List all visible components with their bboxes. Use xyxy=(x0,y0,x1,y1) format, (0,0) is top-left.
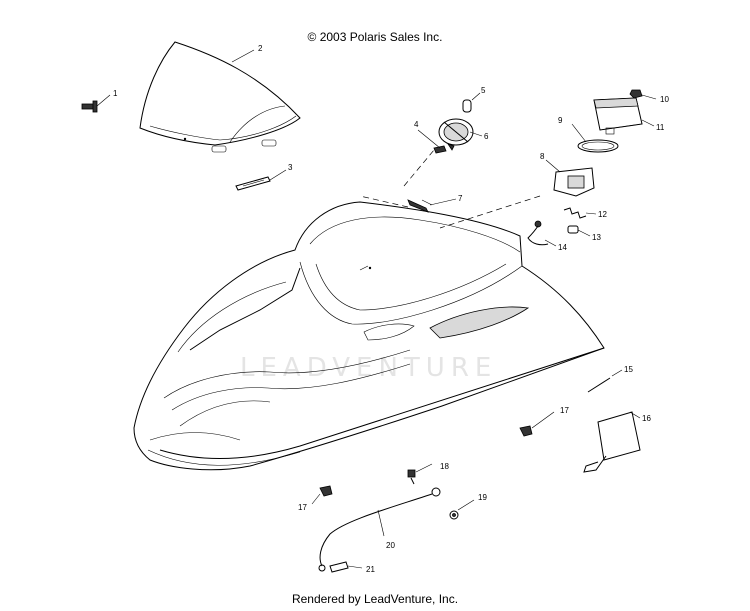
callout-21: 21 xyxy=(366,565,375,574)
callout-17-right: 17 xyxy=(560,406,569,415)
clip-part-4 xyxy=(417,129,455,154)
grommet-part-17-right xyxy=(519,411,555,437)
callout-13: 13 xyxy=(592,233,601,242)
nut-part-10 xyxy=(629,89,657,100)
callout-3: 3 xyxy=(288,163,293,172)
callout-4: 4 xyxy=(414,120,419,129)
callout-5: 5 xyxy=(481,86,486,95)
tether-part-20 xyxy=(318,487,441,572)
grommet-part-17-left xyxy=(311,485,333,505)
hood-assembly xyxy=(133,201,605,471)
rod-part-15 xyxy=(587,369,623,393)
trim-strip-part-3 xyxy=(235,169,287,191)
callout-7: 7 xyxy=(458,194,463,203)
callout-1: 1 xyxy=(113,89,118,98)
screw-part-1 xyxy=(81,94,111,113)
callout-20: 20 xyxy=(386,541,395,550)
clip-part-21 xyxy=(329,561,363,573)
callout-12: 12 xyxy=(598,210,607,219)
callout-15: 15 xyxy=(624,365,633,374)
callout-11: 11 xyxy=(656,123,665,132)
windshield-part-2 xyxy=(139,41,301,153)
nut-part-19 xyxy=(449,499,475,520)
bulb-part-5 xyxy=(462,92,481,113)
gauge-bezel-part-6 xyxy=(438,118,483,146)
callout-10: 10 xyxy=(660,95,669,104)
dash-line-c xyxy=(403,149,435,187)
callout-8: 8 xyxy=(540,152,545,161)
callout-6: 6 xyxy=(484,132,489,141)
callout-2: 2 xyxy=(258,44,263,53)
callout-9: 9 xyxy=(558,116,563,125)
bolt-part-18 xyxy=(407,463,433,485)
bracket-part-8 xyxy=(545,159,595,197)
spring-part-12 xyxy=(563,207,597,219)
callout-16: 16 xyxy=(642,414,651,423)
callout-17-left: 17 xyxy=(298,503,307,512)
copyright-text: © 2003 Polaris Sales Inc. xyxy=(307,30,443,44)
dash-line-a xyxy=(359,195,409,208)
watermark-text: LEADVENTURE xyxy=(240,353,497,383)
speedometer-part-11 xyxy=(593,97,655,135)
mirror-part-16 xyxy=(583,411,641,473)
cable-part-14 xyxy=(527,220,557,247)
rendered-by-text: Rendered by LeadVenture, Inc. xyxy=(291,592,459,606)
callout-14: 14 xyxy=(558,243,567,252)
bushing-part-13 xyxy=(567,225,591,237)
callout-19: 19 xyxy=(478,493,487,502)
dash-line-b xyxy=(439,195,541,229)
ring-part-9 xyxy=(571,123,619,153)
callout-18: 18 xyxy=(440,462,449,471)
